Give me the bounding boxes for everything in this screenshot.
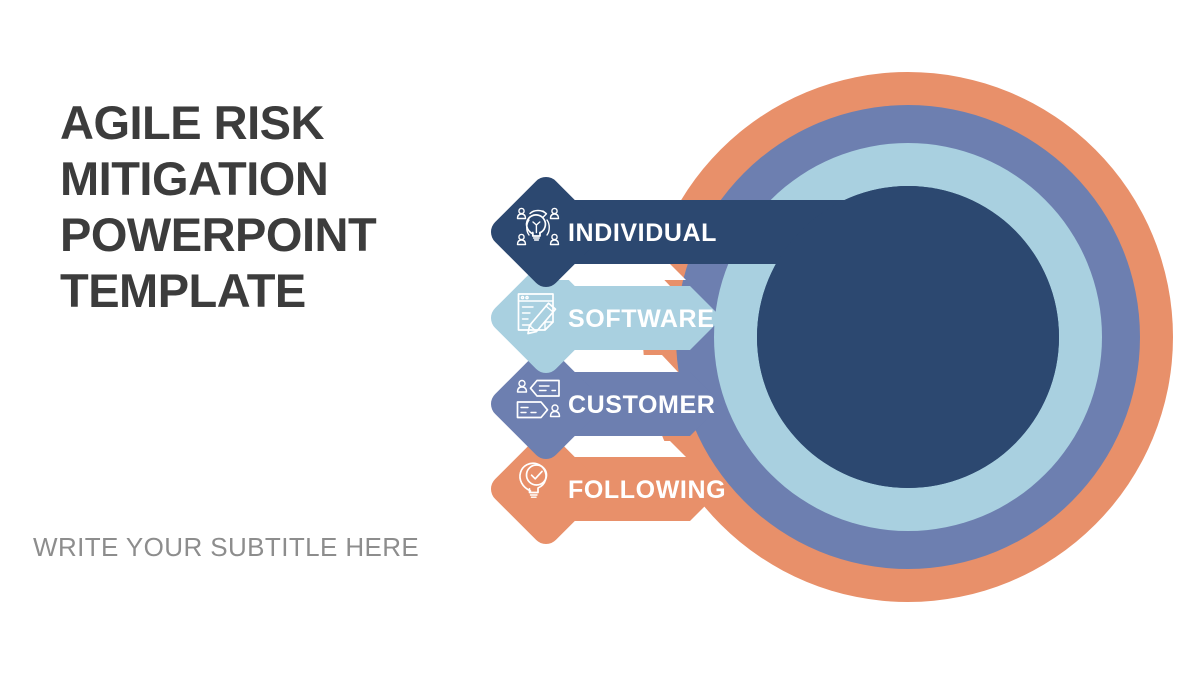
- item-following[interactable]: FOLLOWING: [485, 428, 726, 550]
- following-label: FOLLOWING: [568, 476, 726, 504]
- item-software[interactable]: SOFTWARE: [485, 257, 722, 379]
- individual-label: INDIVIDUAL: [568, 219, 717, 247]
- individual-notch: [540, 264, 686, 280]
- chat-bubbles-people-icon: [516, 379, 561, 419]
- customer-label: CUSTOMER: [568, 391, 715, 419]
- page-title: AGILE RISK MITIGATION POWERPOINT TEMPLAT…: [60, 96, 377, 317]
- individual-badge[interactable]: [485, 171, 607, 293]
- slide-subtitle: WRITE YOUR SUBTITLE HERE: [33, 532, 420, 562]
- title-block: AGILE RISK MITIGATION POWERPOINT TEMPLAT…: [60, 95, 460, 319]
- document-pencil-icon: [517, 293, 557, 335]
- customer-notch: [540, 355, 678, 372]
- inner-disc-overlay: [757, 186, 1059, 488]
- lightbulb-check-icon: [519, 462, 548, 498]
- following-notch: [540, 441, 686, 457]
- customer-badge[interactable]: [485, 343, 607, 465]
- people-lightbulb-icon: [516, 207, 560, 246]
- following-badge[interactable]: [485, 428, 607, 550]
- item-customer[interactable]: CUSTOMER: [485, 343, 722, 465]
- software-label: SOFTWARE: [568, 305, 714, 333]
- software-badge[interactable]: [485, 257, 607, 379]
